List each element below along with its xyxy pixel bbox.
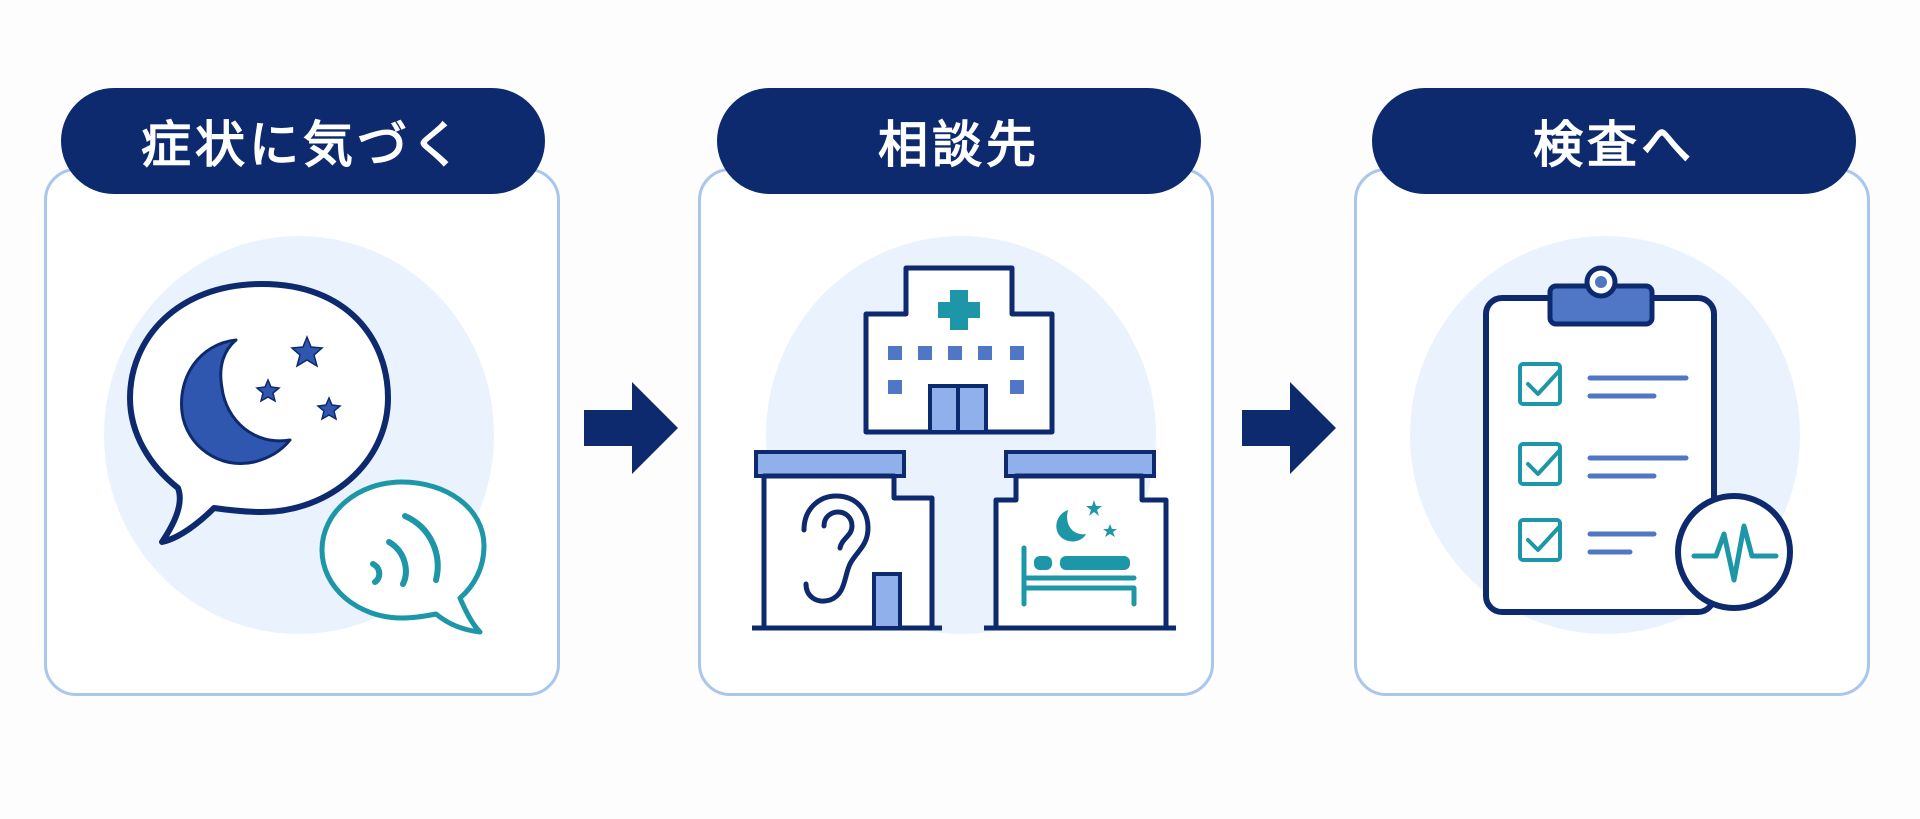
right-arrow-icon (584, 382, 678, 474)
hospital-icon (863, 265, 1055, 435)
step-2-title: 相談先 (717, 88, 1201, 194)
sleep-clinic-icon (984, 450, 1176, 631)
pulse-badge-icon (1675, 493, 1793, 611)
ear-icon (801, 493, 871, 604)
checklist (1518, 362, 1562, 562)
step-3-title: 検査へ (1372, 88, 1856, 194)
sleep-speech-bubble-icon (127, 281, 391, 545)
clipboard-icon (1483, 265, 1717, 615)
step-1-title: 症状に気づく (61, 88, 545, 194)
right-arrow-icon (1242, 382, 1336, 474)
sound-speech-bubble-icon (319, 479, 487, 635)
ent-clinic-icon (752, 450, 942, 631)
bed-icon (1021, 545, 1137, 607)
